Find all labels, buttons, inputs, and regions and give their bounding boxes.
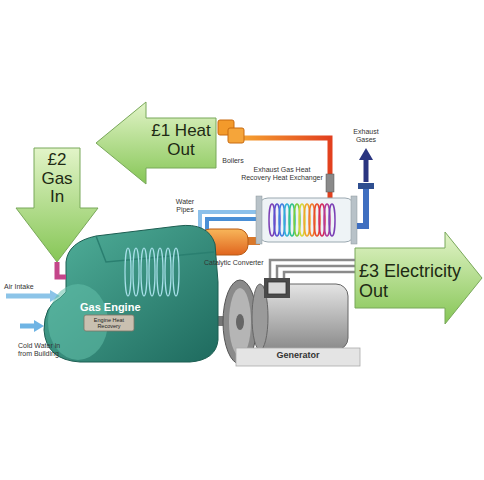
pipe-valve	[326, 174, 334, 192]
part-label: Boilers	[218, 157, 248, 165]
engine-coil	[157, 248, 163, 296]
arrow-outline	[355, 232, 482, 324]
node-text: £3 Electricity Out	[359, 262, 477, 302]
generator: Generator	[248, 278, 348, 366]
part-label: Catalytic Converter	[204, 259, 274, 267]
exhaust-stack	[357, 188, 366, 226]
engine-coil	[165, 248, 171, 296]
node-text: Gas Engine	[80, 301, 150, 313]
gas-engine: Gas EngineEngine Heat Recovery	[66, 222, 218, 364]
part-label: Air Intake	[4, 283, 54, 291]
junction-box	[264, 278, 290, 298]
power-wire	[284, 272, 355, 278]
engine-coil	[133, 248, 139, 296]
air-intake-arrow	[6, 294, 52, 299]
electricity-out-arrow: £3 Electricity Out	[355, 232, 482, 324]
node-text: Engine Heat Recovery	[86, 317, 132, 329]
node-text: £1 Heat Out	[146, 122, 216, 159]
pulley-face	[229, 288, 251, 356]
cold-water-arrow-head	[34, 320, 44, 332]
part-label: Exhaust Gases	[349, 128, 383, 144]
exhaust-arrow-head	[359, 148, 373, 160]
power-wire	[277, 266, 355, 278]
exhaust-arrow	[364, 158, 369, 182]
boiler-symbol	[228, 128, 244, 143]
gas-pipe	[57, 262, 66, 277]
gas-engine-shape	[66, 222, 218, 364]
pulley-hub	[236, 314, 244, 330]
exchanger-coil	[329, 204, 335, 236]
node-text: £2 Gas In	[34, 151, 80, 207]
engine-coil	[125, 248, 131, 296]
arrow-outline	[96, 102, 216, 184]
node-text: Generator	[248, 351, 348, 361]
power-cable	[270, 260, 355, 278]
heat-out-arrow-shape	[96, 102, 216, 184]
engine-heat-recovery-box: Engine Heat Recovery	[84, 315, 134, 331]
part-label: Cold Water in from Building	[18, 342, 66, 358]
part-label: Exhaust Gas Heat Recovery Heat Exchanger	[240, 166, 324, 182]
cold-water-arrow	[20, 324, 36, 329]
engine-coil	[141, 248, 147, 296]
name-band	[236, 348, 360, 366]
engine-coil	[173, 248, 179, 296]
heat-exchanger	[258, 198, 355, 242]
exchanger-end-cap	[256, 196, 262, 244]
exchanger-end-cap	[351, 196, 357, 244]
box-outline	[84, 315, 134, 331]
heat-out-arrow: £1 Heat Out	[96, 102, 216, 184]
part-label: Water Pipes	[172, 198, 198, 214]
stack-flange	[358, 183, 374, 189]
engine-coil	[149, 248, 155, 296]
engine-body	[44, 225, 218, 362]
junction-terminals	[268, 282, 286, 294]
